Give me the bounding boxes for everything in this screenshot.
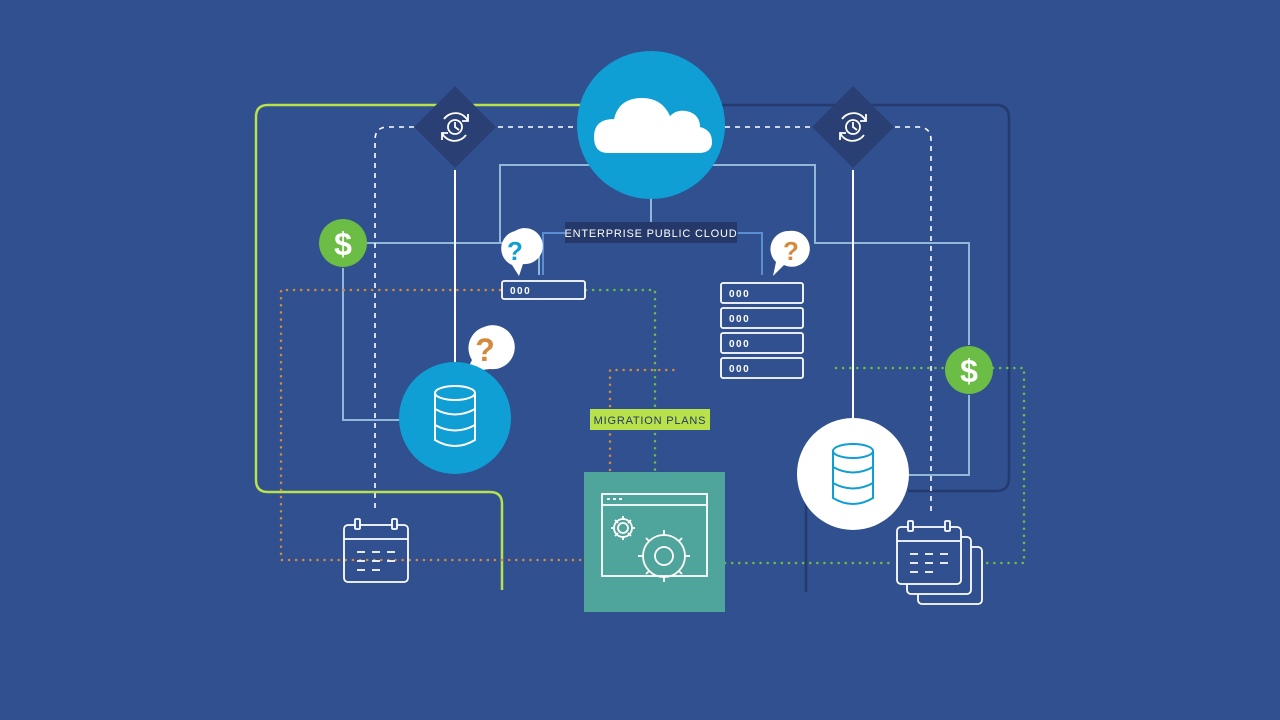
dollar-left-drop (342, 268, 402, 421)
gear-window-icon (601, 493, 708, 582)
server-unit-text: 000 (510, 286, 531, 297)
cloud-node (577, 51, 725, 199)
cloud-link-right (712, 164, 970, 345)
connector-lines (254, 103, 1026, 592)
dollar-icon: $ (334, 226, 352, 262)
migration-plans-text: MIGRATION PLANS (594, 415, 707, 427)
sync-clock-icon (441, 112, 469, 142)
server-unit-text: 000 (729, 314, 750, 325)
enterprise-public-cloud-label: ENTERPRISE PUBLIC CLOUD (564, 222, 737, 243)
database-icon (832, 443, 874, 505)
question-bubble-left: ? (501, 228, 543, 276)
calendar-icon (343, 518, 409, 583)
dollar-right-drop (905, 395, 970, 476)
database-left (399, 362, 511, 474)
question-bubble-right: ? (770, 230, 810, 276)
lime-green-connector (254, 103, 580, 590)
database-right (797, 418, 909, 530)
question-bubble-db: ? (466, 325, 515, 372)
enterprise-public-cloud-text: ENTERPRISE PUBLIC CLOUD (564, 228, 737, 240)
server-unit-text: 000 (729, 364, 750, 375)
server-unit-text: 000 (729, 339, 750, 350)
dollar-icon: $ (960, 353, 978, 389)
orange-dotted (279, 288, 682, 562)
dashed-right (725, 126, 932, 512)
dashed-left (374, 126, 580, 512)
cloud-icon (594, 98, 712, 153)
sync-diamond-right (811, 85, 895, 169)
sync-diamond-left (413, 85, 497, 169)
dollar-left: $ (319, 219, 367, 267)
question-icon: ? (507, 236, 523, 266)
server-rack-icon: 000 000 000 000 (720, 282, 804, 379)
navy-connector (722, 103, 1011, 493)
server-unit-small: 000 (501, 280, 586, 300)
database-icon (434, 385, 476, 447)
migration-plans-label: MIGRATION PLANS (590, 409, 710, 430)
dollar-right: $ (945, 346, 993, 394)
question-icon: ? (475, 332, 495, 368)
server-unit-text: 000 (729, 289, 750, 300)
label-bracket (542, 232, 763, 275)
migration-panel (584, 472, 725, 612)
question-icon: ? (783, 236, 799, 266)
stacked-calendars-icon (896, 520, 983, 605)
sync-clock-icon (839, 112, 867, 142)
